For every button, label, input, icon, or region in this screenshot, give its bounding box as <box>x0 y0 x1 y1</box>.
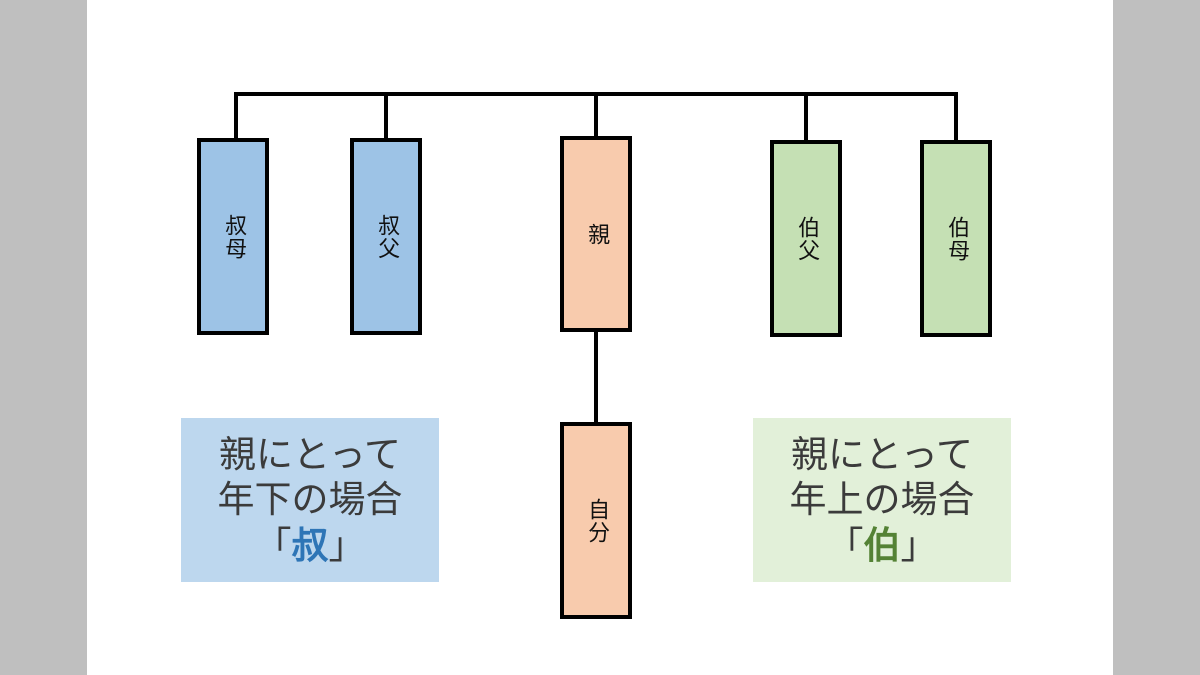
younger-kanji: 叔 <box>291 523 329 567</box>
younger-uncle-label: 叔父 <box>374 213 400 260</box>
slide: 叔母 叔父 親 伯父 伯母 自分 親にとって 年下の場合 「叔」 親にとって 年… <box>87 0 1113 675</box>
younger-note: 親にとって 年下の場合 「叔」 <box>181 418 439 582</box>
connector-parent <box>594 92 598 138</box>
older-uncle-label: 伯父 <box>794 215 820 262</box>
younger-uncle-box: 叔父 <box>350 138 422 335</box>
older-kanji: 伯 <box>863 523 901 567</box>
older-note: 親にとって 年上の場合 「伯」 <box>753 418 1011 582</box>
self-box: 自分 <box>560 422 632 619</box>
younger-note-line2: 年下の場合 <box>217 478 403 522</box>
younger-aunt-label: 叔母 <box>221 213 247 260</box>
connector-parent-self <box>594 330 598 424</box>
older-aunt-box: 伯母 <box>920 140 992 337</box>
younger-note-line3: 「叔」 <box>255 523 366 568</box>
connector-older-uncle <box>804 92 808 142</box>
parent-box: 親 <box>560 136 632 332</box>
younger-bracket-close: 」 <box>328 523 366 567</box>
older-bracket-open: 「 <box>826 523 864 567</box>
older-bracket-close: 」 <box>900 523 938 567</box>
older-note-line1: 親にとって <box>790 433 974 477</box>
connector-younger-aunt <box>234 92 238 140</box>
connector-younger-uncle <box>384 92 388 140</box>
parent-label: 親 <box>584 222 610 246</box>
older-aunt-label: 伯母 <box>944 215 970 262</box>
younger-aunt-box: 叔母 <box>197 138 269 335</box>
older-uncle-box: 伯父 <box>770 140 842 337</box>
self-label: 自分 <box>584 497 610 544</box>
older-note-line3: 「伯」 <box>827 523 938 568</box>
younger-bracket-open: 「 <box>254 523 292 567</box>
older-note-line2: 年上の場合 <box>789 478 975 522</box>
connector-older-aunt <box>954 92 958 142</box>
younger-note-line1: 親にとって <box>218 433 402 477</box>
